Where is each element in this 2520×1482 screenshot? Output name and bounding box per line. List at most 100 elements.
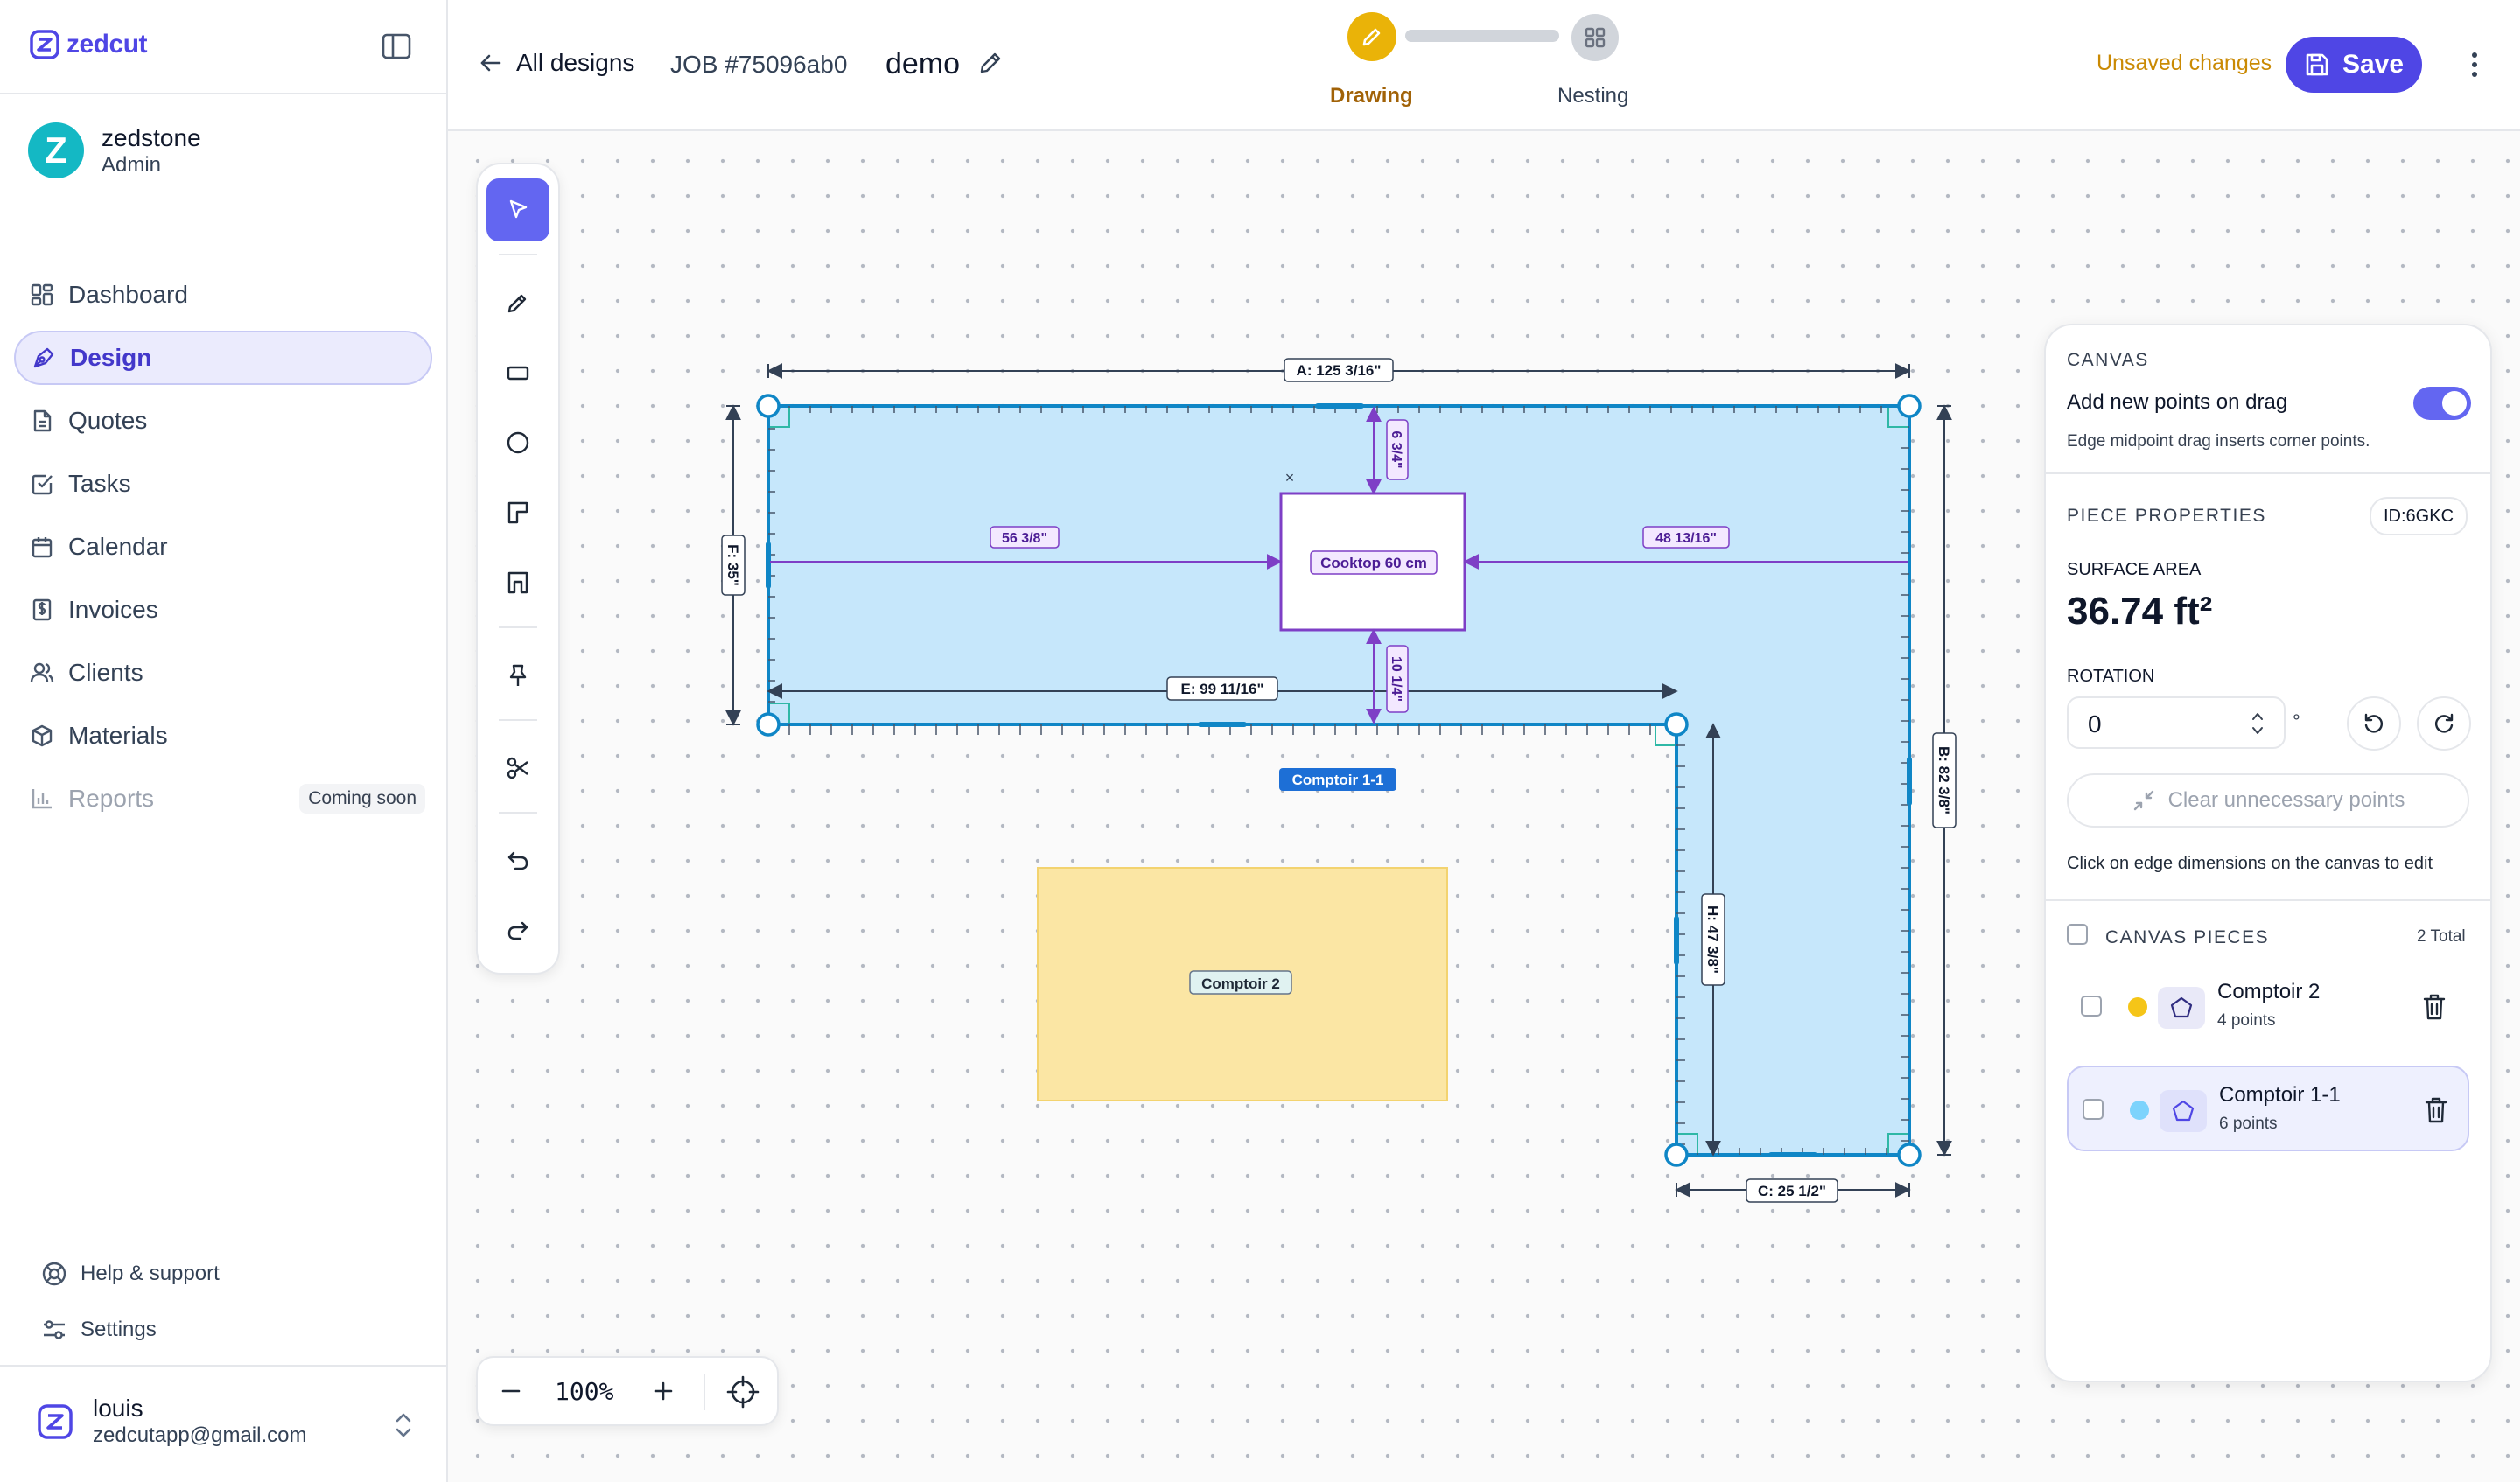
vertex-handles[interactable] [756, 394, 1922, 1167]
toolbar-divider [499, 626, 537, 628]
rotation-label: ROTATION [2067, 667, 2155, 686]
check-square-icon [28, 470, 56, 498]
add-points-toggle[interactable] [2413, 387, 2471, 420]
users-icon [28, 659, 56, 687]
dim-label-text: C: 25 1/2" [1758, 1183, 1826, 1199]
sidebar-item-label: Calendar [68, 533, 168, 560]
save-button[interactable]: Save [2286, 37, 2422, 93]
settings-link[interactable]: Settings [40, 1312, 157, 1347]
pencil-tool[interactable] [486, 271, 550, 334]
rotate-left-button[interactable] [2347, 696, 2401, 751]
rotate-right-button[interactable] [2417, 696, 2471, 751]
piece-id-badge[interactable]: ID:6GKC [2370, 497, 2468, 535]
cursor-arrow-icon [509, 199, 528, 219]
piece-color-dot [2128, 997, 2147, 1017]
step-drawing-label[interactable]: Drawing [1330, 84, 1413, 108]
sidebar-item-materials[interactable]: Materials [14, 709, 432, 763]
redo-icon [508, 921, 528, 940]
dim-label-h[interactable]: H: 47 3/8" [1701, 893, 1726, 986]
circle-tool[interactable] [486, 411, 550, 474]
dim-label-cutout-top[interactable]: 6 3/4" [1386, 419, 1409, 480]
back-label: All designs [516, 49, 635, 76]
shrink-icon [2133, 790, 2153, 811]
calendar-icon [28, 533, 56, 561]
dim-label-b[interactable]: B: 82 3/8" [1932, 732, 1956, 828]
undo-button[interactable] [486, 829, 550, 892]
zoom-out-icon[interactable] [494, 1374, 528, 1409]
coming-soon-badge: Coming soon [299, 784, 425, 814]
sidebar-item-quotes[interactable]: Quotes [14, 394, 432, 448]
rectangle-icon [507, 366, 529, 381]
trash-icon[interactable] [2418, 990, 2450, 1024]
spinner-icon[interactable] [2249, 707, 2266, 740]
cutout-close-icon[interactable]: × [1285, 469, 1295, 486]
sidebar-item-invoices[interactable]: Invoices [14, 583, 432, 637]
piece-properties-title: PIECE PROPERTIES [2067, 506, 2266, 526]
sidebar-item-label: Tasks [68, 470, 131, 497]
rotation-input[interactable]: 0 [2067, 696, 2286, 749]
properties-panel: CANVAS Add new points on drag Edge midpo… [2044, 324, 2492, 1382]
u-shape-tool[interactable] [486, 551, 550, 614]
more-vertical-icon[interactable] [2460, 47, 2488, 82]
edge-midpoint-handles[interactable] [766, 403, 1912, 1157]
dim-label-e[interactable]: E: 99 11/16" [1166, 676, 1278, 701]
piece-list-item-comptoir-1-1[interactable]: Comptoir 1-1 6 points [2067, 1066, 2469, 1151]
back-to-designs-link[interactable]: All designs [478, 49, 634, 77]
sidebar-collapse-icon[interactable] [380, 31, 413, 61]
zoom-controls: 100% [476, 1356, 779, 1426]
pencil-icon[interactable] [976, 49, 1004, 77]
help-support-link[interactable]: Help & support [40, 1256, 220, 1291]
zoom-in-icon[interactable] [646, 1374, 681, 1409]
dim-label-a[interactable]: A: 125 3/16" [1284, 358, 1394, 382]
clear-points-button[interactable]: Clear unnecessary points [2067, 773, 2469, 828]
brand-logo[interactable]: zedcut [30, 30, 148, 59]
dim-label-f[interactable]: F: 35" [721, 535, 746, 596]
user-menu[interactable]: louis zedcutapp@gmail.com [37, 1395, 306, 1449]
select-all-checkbox[interactable] [2067, 924, 2088, 945]
crosshair-icon[interactable] [724, 1374, 761, 1410]
dim-label-text: H: 47 3/8" [1704, 905, 1721, 974]
piece-points: 4 points [2217, 1011, 2276, 1030]
piece-color-dot [2130, 1101, 2149, 1120]
org-name: zedstone [102, 124, 201, 151]
cutout-label[interactable]: Cooktop 60 cm [1310, 550, 1438, 575]
dim-label-cutout-bottom[interactable]: 10 1/4" [1386, 645, 1409, 713]
redo-button[interactable] [486, 899, 550, 962]
dim-label-text: 48 13/16" [1656, 531, 1717, 546]
cut-tool[interactable] [486, 737, 550, 800]
piece-label-comptoir-1-1[interactable]: Comptoir 1-1 [1279, 768, 1396, 791]
dim-label-c[interactable]: C: 25 1/2" [1746, 1178, 1838, 1203]
save-label: Save [2342, 50, 2404, 79]
step-drawing-indicator[interactable] [1348, 12, 1396, 61]
step-nesting-label[interactable]: Nesting [1558, 84, 1629, 108]
settings-label: Settings [80, 1318, 157, 1341]
sliders-icon [44, 1320, 65, 1339]
zoom-level: 100% [555, 1377, 614, 1406]
pencil-icon [1362, 28, 1381, 46]
piece-list-item-comptoir-2[interactable]: Comptoir 2 4 points [2067, 964, 2469, 1050]
sidebar-item-design[interactable]: Design [14, 331, 432, 385]
pin-tool[interactable] [486, 644, 550, 707]
org-switcher[interactable]: Z zedstone Admin [28, 122, 201, 178]
sidebar-item-label: Materials [68, 722, 168, 749]
chevron-up-down-icon[interactable] [390, 1410, 416, 1440]
select-tool[interactable] [486, 178, 550, 241]
sidebar-item-calendar[interactable]: Calendar [14, 520, 432, 574]
sidebar-item-dashboard[interactable]: Dashboard [14, 268, 432, 322]
dim-label-cutout-right[interactable]: 48 13/16" [1642, 526, 1730, 549]
piece-checkbox[interactable] [2081, 996, 2102, 1017]
sidebar-item-clients[interactable]: Clients [14, 646, 432, 700]
user-name: louis [93, 1395, 144, 1422]
sidebar-nav: Dashboard Design Quotes Tasks Calendar I… [14, 268, 432, 835]
l-shape-tool[interactable] [486, 481, 550, 544]
step-progress-track [1405, 30, 1559, 42]
piece-checkbox[interactable] [2082, 1099, 2104, 1120]
dim-label-cutout-left[interactable]: 56 3/8" [990, 526, 1060, 549]
sidebar-item-tasks[interactable]: Tasks [14, 457, 432, 511]
piece-label-comptoir-2[interactable]: Comptoir 2 [1189, 970, 1292, 995]
step-nesting-indicator[interactable] [1572, 14, 1619, 61]
trash-icon[interactable] [2420, 1094, 2452, 1127]
rectangle-tool[interactable] [486, 341, 550, 404]
rotation-unit: ° [2292, 710, 2300, 732]
